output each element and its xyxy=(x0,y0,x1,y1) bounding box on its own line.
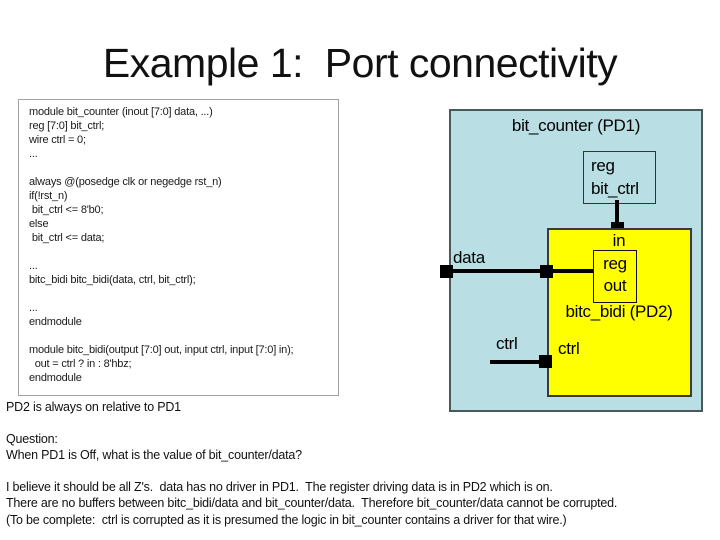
ctrl-port-label: ctrl xyxy=(558,339,580,358)
note-question-body: When PD1 is Off, what is the value of bi… xyxy=(6,448,302,462)
reg-bitctrl-line1: reg xyxy=(591,156,615,175)
code-line: ... xyxy=(29,260,38,272)
reg-bitctrl-box: reg bit_ctrl xyxy=(583,151,656,204)
code-line: ... xyxy=(29,148,38,160)
ctrl-net-label: ctrl xyxy=(496,334,518,353)
code-line: out = ctrl ? in : 8'hbz; xyxy=(29,358,132,370)
data-net-connector-square-pd2 xyxy=(540,265,553,278)
code-line xyxy=(29,287,338,301)
note-answer-line1: I believe it should be all Z's. data has… xyxy=(6,480,553,494)
ctrl-net-wire xyxy=(490,360,547,364)
code-line: module bit_counter (inout [7:0] data, ..… xyxy=(29,106,213,118)
code-line xyxy=(29,161,338,175)
code-panel: module bit_counter (inout [7:0] data, ..… xyxy=(18,99,339,396)
bitctrl-to-pd2-wire xyxy=(615,200,619,229)
code-line: bit_ctrl <= 8'b0; xyxy=(29,204,104,216)
code-line: ... xyxy=(29,302,38,314)
code-line xyxy=(29,329,338,343)
ctrl-net-connector-square xyxy=(539,355,552,368)
reg-out-box: reg out xyxy=(593,250,637,303)
code-line: endmodule xyxy=(29,372,82,384)
code-line: always @(posedge clk or negedge rst_n) xyxy=(29,176,222,188)
code-line xyxy=(29,245,338,259)
data-net-connector-square-left xyxy=(440,265,453,278)
code-line: bit_ctrl <= data; xyxy=(29,232,105,244)
code-line: if(!rst_n) xyxy=(29,190,68,202)
data-net-wire xyxy=(447,269,593,273)
note-answer-line3: (To be complete: ctrl is corrupted as it… xyxy=(6,513,567,527)
pd2-bitc-bidi-box xyxy=(547,228,692,397)
slide-title: Example 1: Port connectivity xyxy=(102,40,618,86)
reg-out-line1: reg xyxy=(603,254,627,273)
code-line: reg [7:0] bit_ctrl; xyxy=(29,120,105,132)
note-question-heading: Question: xyxy=(6,432,58,446)
code-line: wire ctrl = 0; xyxy=(29,134,86,146)
code-line: module bitc_bidi(output [7:0] out, input… xyxy=(29,344,294,356)
code-line: bitc_bidi bitc_bidi(data, ctrl, bit_ctrl… xyxy=(29,274,196,286)
pd1-box-label: bit_counter (PD1) xyxy=(511,116,641,135)
note-pd2-always-on: PD2 is always on relative to PD1 xyxy=(6,400,181,414)
code-line: endmodule xyxy=(29,316,82,328)
in-port-label: in xyxy=(612,231,626,250)
reg-bitctrl-line2: bit_ctrl xyxy=(591,179,639,198)
data-net-label: data xyxy=(453,248,485,267)
note-answer-line2: There are no buffers between bitc_bidi/d… xyxy=(6,496,618,510)
reg-out-line2: out xyxy=(603,276,627,295)
code-line: else xyxy=(29,218,49,230)
pd2-box-label: bitc_bidi (PD2) xyxy=(565,302,673,321)
